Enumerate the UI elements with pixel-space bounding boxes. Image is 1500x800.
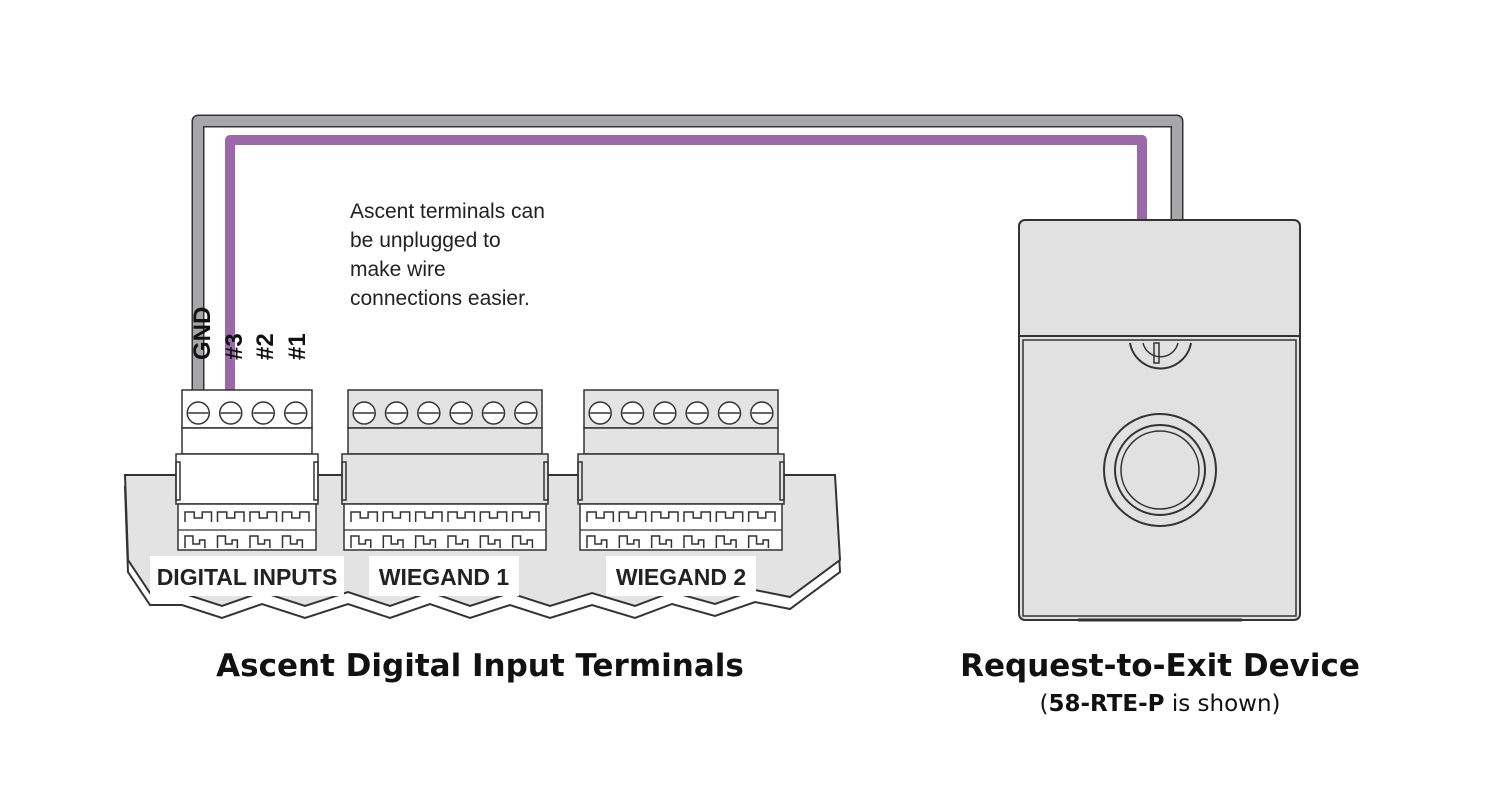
pin-label-1: #1 [284,333,311,360]
label-wiegand-2: WIEGAND 2 [616,564,746,590]
block-labels: DIGITAL INPUTS WIEGAND 1 WIEGAND 2 [150,556,756,596]
terminal-block-wiegand-1 [341,389,549,551]
note-line: Ascent terminals can [350,200,545,223]
note-line: connections easier. [350,287,530,310]
label-plate [150,556,344,596]
terminal-blocks [175,389,785,551]
caption-terminals: Ascent Digital Input Terminals [216,648,744,684]
note-line: be unplugged to [350,229,501,252]
unplug-note: Ascent terminals can be unplugged to mak… [350,200,551,310]
pin-label-gnd: GND [189,307,216,360]
terminal-block-digital-inputs [175,389,319,551]
exit-push-button [1103,413,1217,527]
pin-label-3: #3 [221,333,248,360]
note-line: make wire [350,258,446,281]
caption-rte-device: Request-to-Exit Device [960,648,1360,684]
gnd-wire [191,114,1184,392]
label-plate [606,556,756,596]
pin-labels: GND #3 #2 #1 [189,307,311,360]
label-wiegand-1: WIEGAND 1 [379,564,510,590]
signal-wire-3 [225,135,1147,392]
label-plate [369,556,519,596]
rte-cover [1022,339,1297,617]
model-number: 58-RTE-P [1048,691,1164,717]
pin-label-2: #2 [252,333,279,360]
caption-rte-model: (58-RTE-P is shown) [1039,691,1280,717]
rte-device [1018,219,1301,622]
terminal-block-wiegand-2 [577,389,785,551]
label-digital-inputs: DIGITAL INPUTS [157,564,338,590]
